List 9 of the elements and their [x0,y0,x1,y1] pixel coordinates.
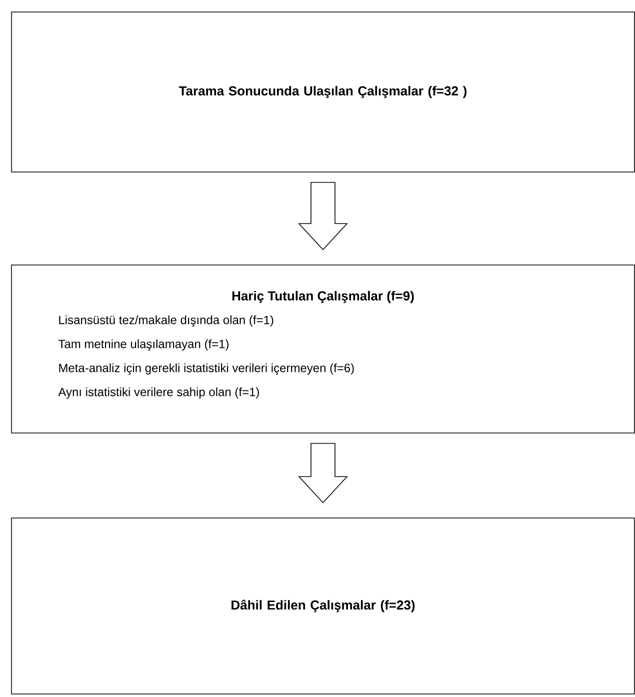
box-title: Dâhil Edilen Çalışmalar (f=23) [232,600,415,612]
list-item: Meta-analiz için gerekli istatistiki verileri içermeyen (f=6) [59,363,354,375]
box-title: Tarama Sonucunda Ulaşılan Çalışmalar (f=32 ) [178,86,467,98]
list-item: Lisansüstü tez/makale dışında olan (f=1) [59,315,274,327]
list-item: Tam metnine ulaşılamayan (f=1) [58,339,228,351]
block-arrow [298,182,348,250]
box-heading: Hariç Tutulan Çalışmalar (f=9) [232,290,414,304]
list-item: Aynı istatistiki verilere sahip olan (f=1) [58,387,259,399]
block-arrow [298,443,348,504]
